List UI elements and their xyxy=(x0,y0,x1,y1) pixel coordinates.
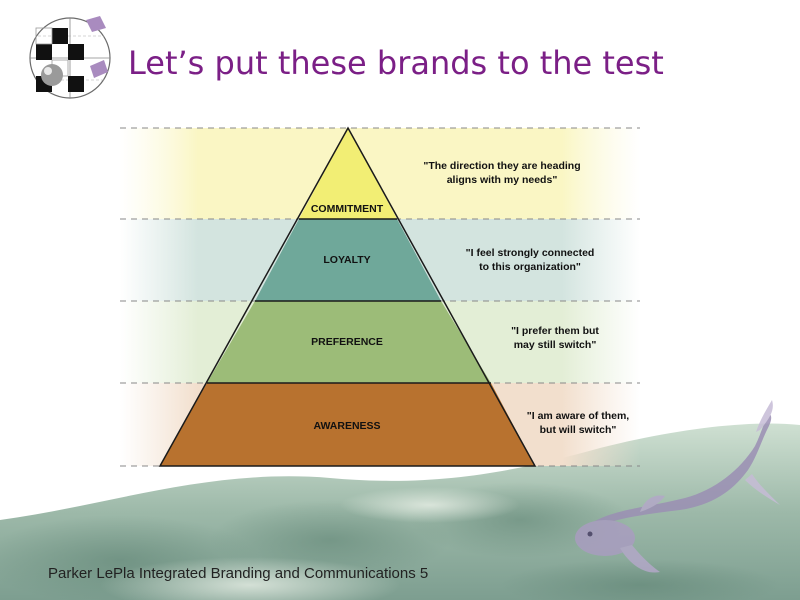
level-label-awareness: AWARENESS xyxy=(313,420,380,432)
quote-loyalty-line1: "I feel strongly connected xyxy=(466,247,595,259)
slide-title: Let’s put these brands to the test xyxy=(128,44,664,82)
level-label-preference: PREFERENCE xyxy=(311,336,383,348)
quote-commitment-line2: aligns with my needs" xyxy=(447,174,558,186)
pyramid-tier-loyalty xyxy=(255,219,441,301)
dashed-divider-lines xyxy=(120,127,640,467)
koi-fish-decoration-icon xyxy=(575,400,780,573)
pyramid-tier-awareness xyxy=(160,383,535,466)
pyramid-tier-commitment xyxy=(299,128,397,219)
checkerboard-globe-logo-icon xyxy=(29,16,111,99)
quote-commitment-line1: "The direction they are heading xyxy=(423,160,580,172)
level-label-loyalty: LOYALTY xyxy=(323,254,370,266)
quote-awareness-line1: "I am aware of them, xyxy=(527,410,630,422)
quote-loyalty-line2: to this organization" xyxy=(479,261,581,273)
pyramid-tier-preference xyxy=(207,301,491,383)
slide-footer: Parker LePla Integrated Branding and Com… xyxy=(48,565,429,582)
level-label-commitment: COMMITMENT xyxy=(311,203,384,215)
quote-preference-line2: may still switch" xyxy=(514,339,597,351)
quote-awareness-line2: but will switch" xyxy=(540,424,617,436)
quote-preference-line1: "I prefer them but xyxy=(511,325,599,337)
